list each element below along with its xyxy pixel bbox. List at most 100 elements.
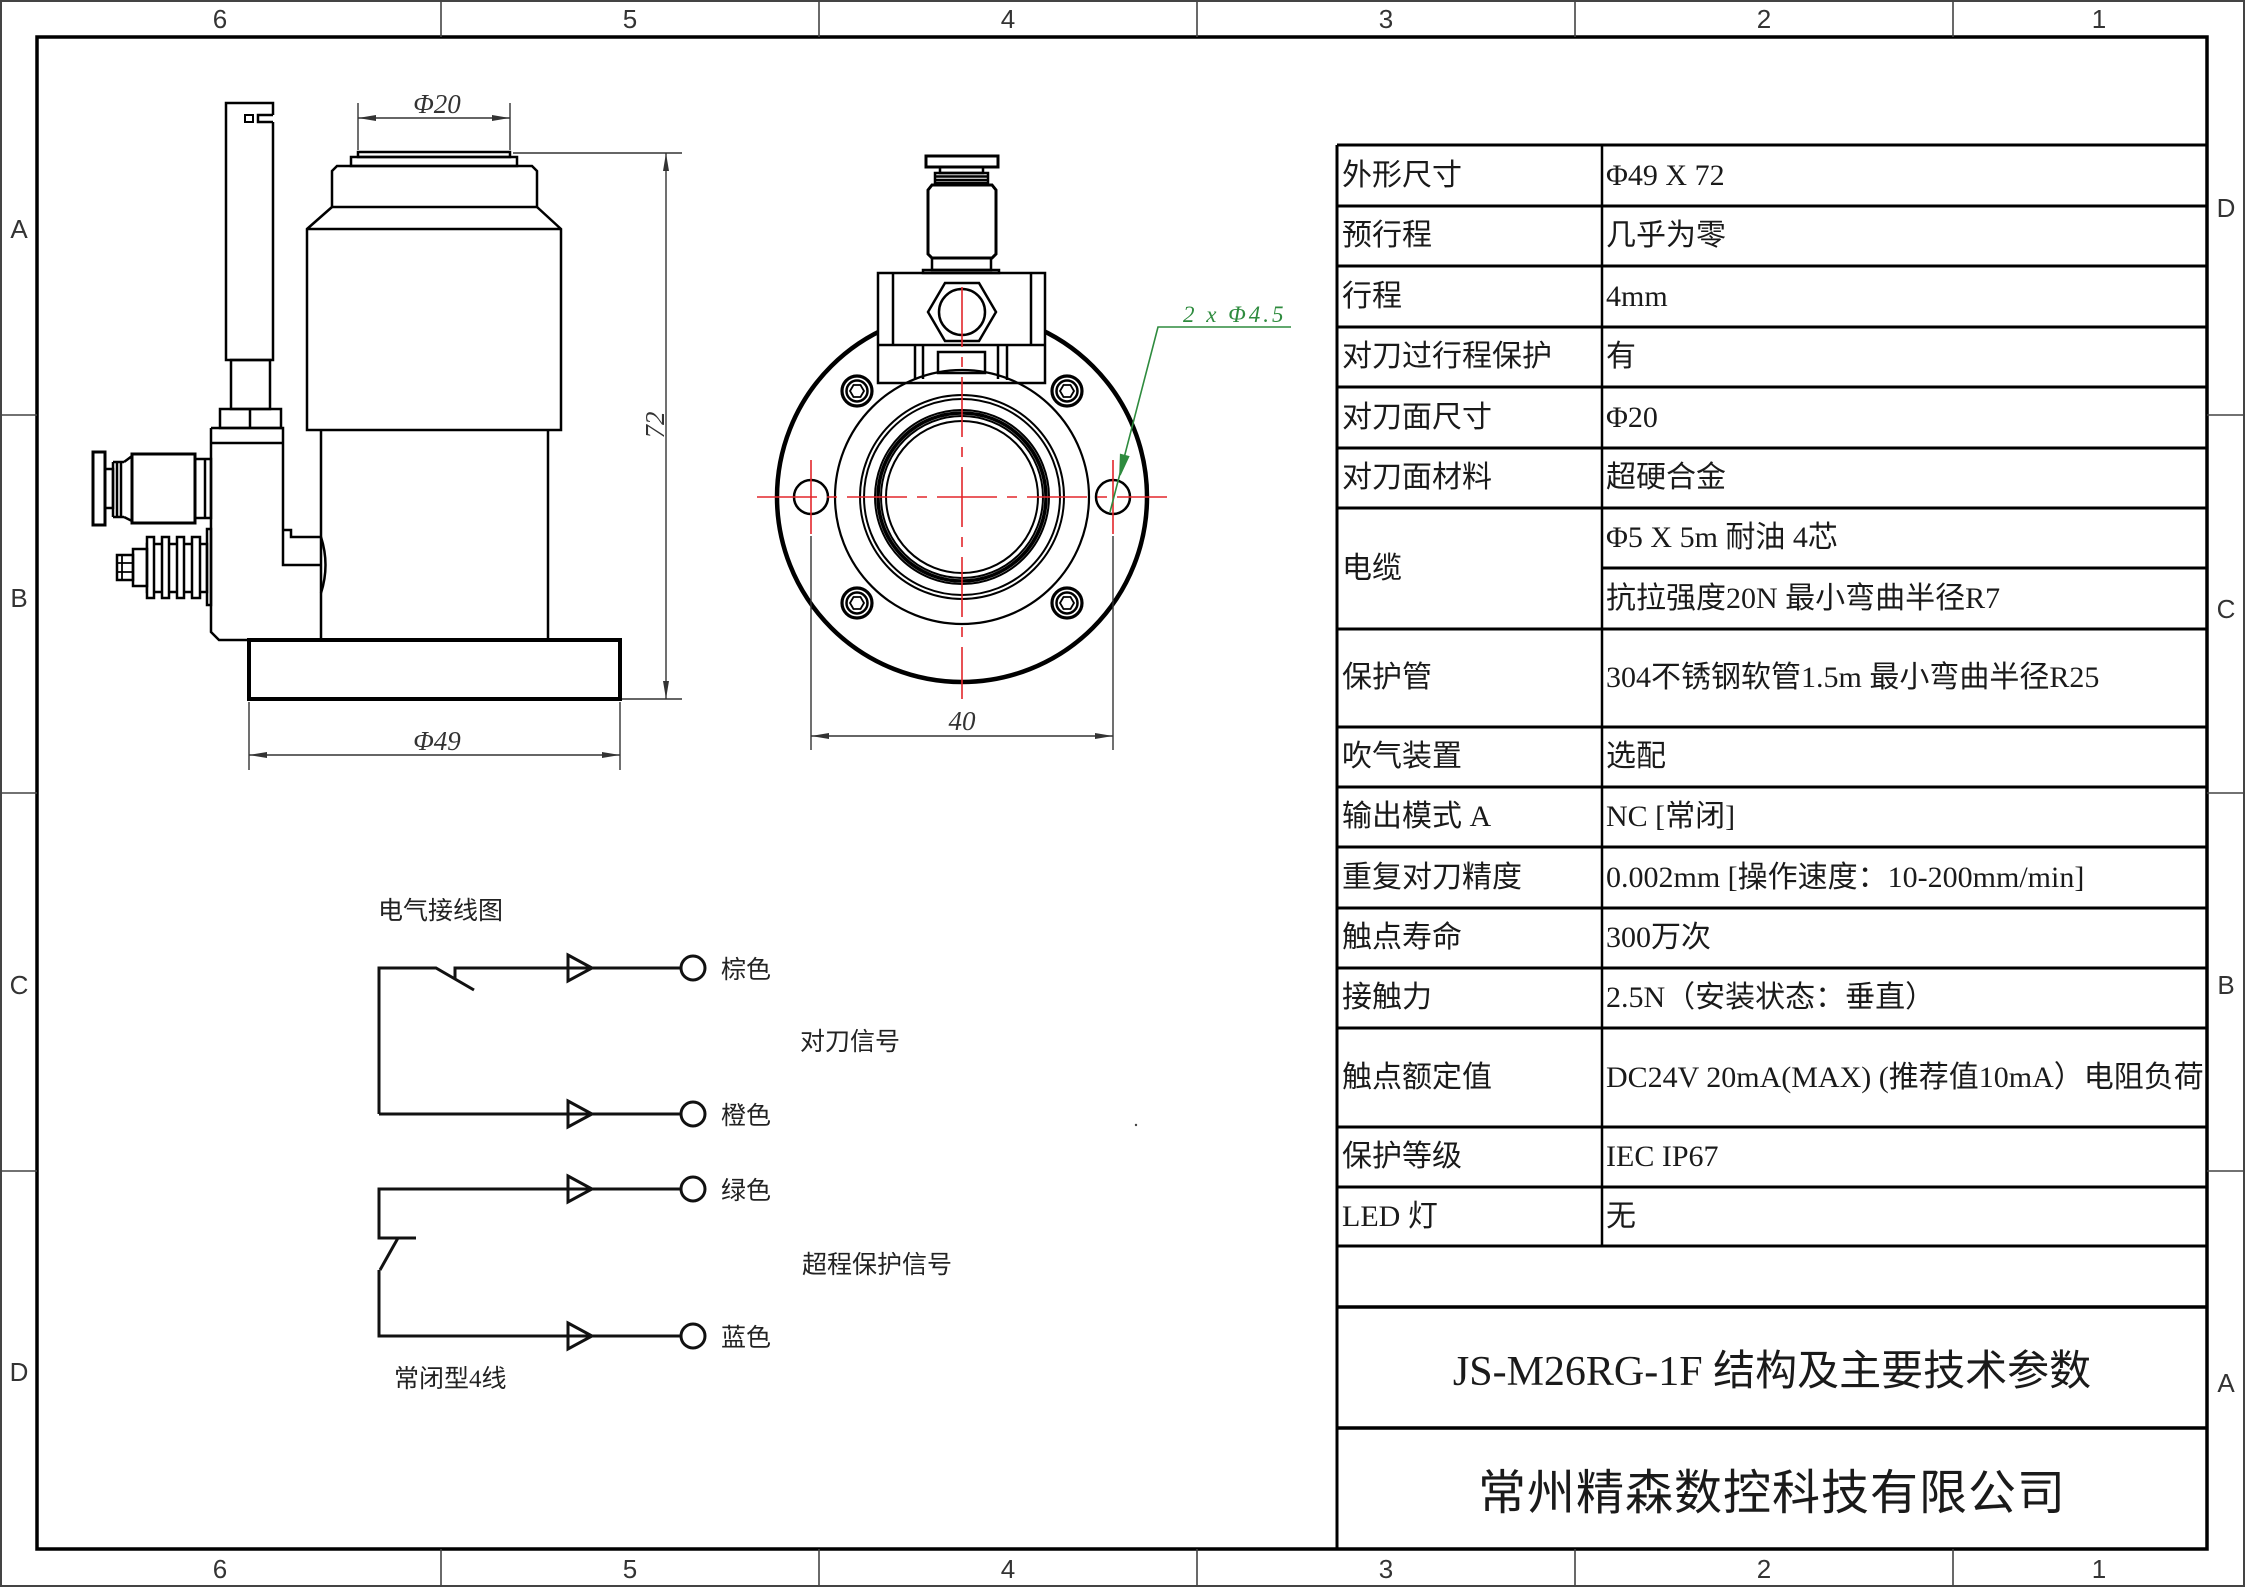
- spec-value: Φ49 X 72: [1606, 158, 1725, 192]
- side-bulge: [319, 536, 327, 594]
- wire-label-orange: 橙色: [721, 1102, 771, 1130]
- wiring-diagram: [377, 952, 707, 1352]
- wire-label-green: 绿色: [721, 1177, 771, 1205]
- spec-label: 对刀过行程保护: [1342, 340, 1552, 373]
- spec-value: 选配: [1606, 740, 1666, 773]
- cable-gland: [115, 527, 213, 607]
- zone-column-label: 5: [623, 1554, 637, 1584]
- nc-switch-bottom: [378, 1237, 400, 1271]
- zone-column-label: 6: [213, 4, 227, 34]
- hole-callout-leader: [1109, 326, 1291, 513]
- spec-value: 304不锈钢软管1.5m 最小弯曲半径R25: [1606, 661, 2100, 694]
- probe-body: [247, 150, 622, 701]
- spec-label: 接触力: [1342, 981, 1432, 1014]
- cable-sheath: [218, 101, 283, 430]
- spec-table-grid: [1335, 143, 2207, 1549]
- zone-column-label: 1: [2092, 4, 2106, 34]
- cap-screw: [840, 586, 874, 620]
- zone-column-label: 4: [1001, 4, 1015, 34]
- front-view-dimensions: [810, 536, 1114, 750]
- stray-dot: [1134, 1123, 1138, 1127]
- spec-label: 对刀面尺寸: [1342, 400, 1492, 434]
- overtravel-circuit: [377, 1173, 707, 1352]
- spec-label: 预行程: [1342, 219, 1432, 252]
- spec-label: 触点额定值: [1342, 1060, 1492, 1094]
- spec-value: Φ5 X 5m 耐油 4芯: [1606, 521, 1838, 554]
- upper-body: [305, 206, 563, 432]
- spec-value: DC24V 20mA(MAX) (推荐值10mA）电阻负荷: [1606, 1060, 2204, 1094]
- zone-column-label: 4: [1001, 1554, 1015, 1584]
- spec-value: 0.002mm [操作速度：10-200mm/min]: [1606, 860, 2085, 894]
- dim-hole-spacing: 40: [949, 706, 977, 736]
- air-fitting: [91, 450, 213, 527]
- zone-column-label: 3: [1379, 1554, 1393, 1584]
- dim-height: 72: [640, 412, 670, 439]
- spec-label: 触点寿命: [1342, 921, 1462, 954]
- spec-value: Φ20: [1606, 400, 1658, 434]
- zone-labels: 6 5 4 3 2 1 6 5 4 3 2 1 A B C D D C B A: [10, 4, 2236, 1584]
- spec-value: 2.5N（安装状态：垂直）: [1606, 981, 1936, 1014]
- probe-signal-circuit: [377, 952, 707, 1130]
- spec-value: NC [常闭]: [1606, 800, 1736, 833]
- terminal-green: [679, 1175, 707, 1203]
- spec-label: 外形尺寸: [1342, 158, 1462, 192]
- zone-column-label: 3: [1379, 4, 1393, 34]
- spec-label: 重复对刀精度: [1342, 860, 1522, 894]
- cap-screw: [1050, 586, 1084, 620]
- spec-label: 保护等级: [1342, 1140, 1462, 1173]
- wiring-labels: 电气接线图 棕色 橙色 绿色 蓝色 对刀信号 超程保护信号 常闭型4线: [378, 897, 952, 1393]
- connector-block: [209, 426, 320, 642]
- zone-row-label: C: [10, 970, 29, 1000]
- wiring-title: 电气接线图: [378, 897, 503, 925]
- spec-value: 超硬合金: [1606, 461, 1726, 494]
- spec-label: 对刀面材料: [1342, 461, 1492, 494]
- zone-column-label: 1: [2092, 1554, 2106, 1584]
- zone-row-label: A: [2217, 1368, 2235, 1398]
- signal-label-overtravel: 超程保护信号: [802, 1251, 952, 1279]
- side-view: [91, 101, 622, 701]
- zone-row-label: A: [10, 214, 28, 244]
- spec-value: 300万次: [1606, 921, 1711, 954]
- terminal-brown: [679, 954, 707, 982]
- spec-label: 电缆: [1342, 551, 1402, 585]
- zone-row-label: D: [10, 1357, 29, 1387]
- hole-callout-text: 2 x Φ4.5: [1183, 302, 1286, 327]
- dim-base-diameter: Φ49: [413, 726, 461, 756]
- cap-screw: [1050, 374, 1084, 408]
- arrow-icon: [566, 1320, 596, 1352]
- zone-column-label: 5: [623, 4, 637, 34]
- terminal-orange: [679, 1100, 707, 1128]
- spec-label: 输出模式 A: [1342, 800, 1492, 833]
- drawing-title: JS-M26RG-1F 结构及主要技术参数: [1452, 1349, 2092, 1395]
- wiring-type-label: 常闭型4线: [394, 1365, 507, 1393]
- zone-row-label: B: [10, 583, 27, 613]
- arrow-icon: [566, 1173, 596, 1205]
- company-name: 常州精森数控科技有限公司: [1477, 1467, 2066, 1520]
- terminal-blue: [679, 1322, 707, 1350]
- arrow-icon: [566, 1098, 596, 1130]
- signal-label-probe: 对刀信号: [800, 1028, 900, 1056]
- wire-label-brown: 棕色: [721, 956, 771, 984]
- spec-label: 保护管: [1342, 661, 1432, 694]
- spec-value: 4mm: [1606, 279, 1668, 313]
- centerlines: [757, 287, 1167, 699]
- spec-value: IEC IP67: [1606, 1140, 1719, 1173]
- spec-value: 有: [1606, 340, 1636, 373]
- zone-row-label: C: [2217, 594, 2236, 624]
- zone-column-label: 2: [1757, 4, 1771, 34]
- spec-value: 抗拉强度20N 最小弯曲半径R7: [1606, 581, 2001, 615]
- spec-value: 无: [1606, 1199, 1636, 1233]
- side-view-dimensions: [248, 103, 682, 770]
- cap-screws: [840, 374, 1084, 620]
- zone-row-label: B: [2217, 970, 2234, 1000]
- spec-label: LED 灯: [1342, 1199, 1438, 1233]
- vertical-air-fitting: [921, 154, 1001, 275]
- zone-column-label: 6: [213, 1554, 227, 1584]
- spec-label: 吹气装置: [1342, 740, 1462, 773]
- zone-row-label: D: [2217, 193, 2236, 223]
- spec-value: 几乎为零: [1606, 219, 1726, 252]
